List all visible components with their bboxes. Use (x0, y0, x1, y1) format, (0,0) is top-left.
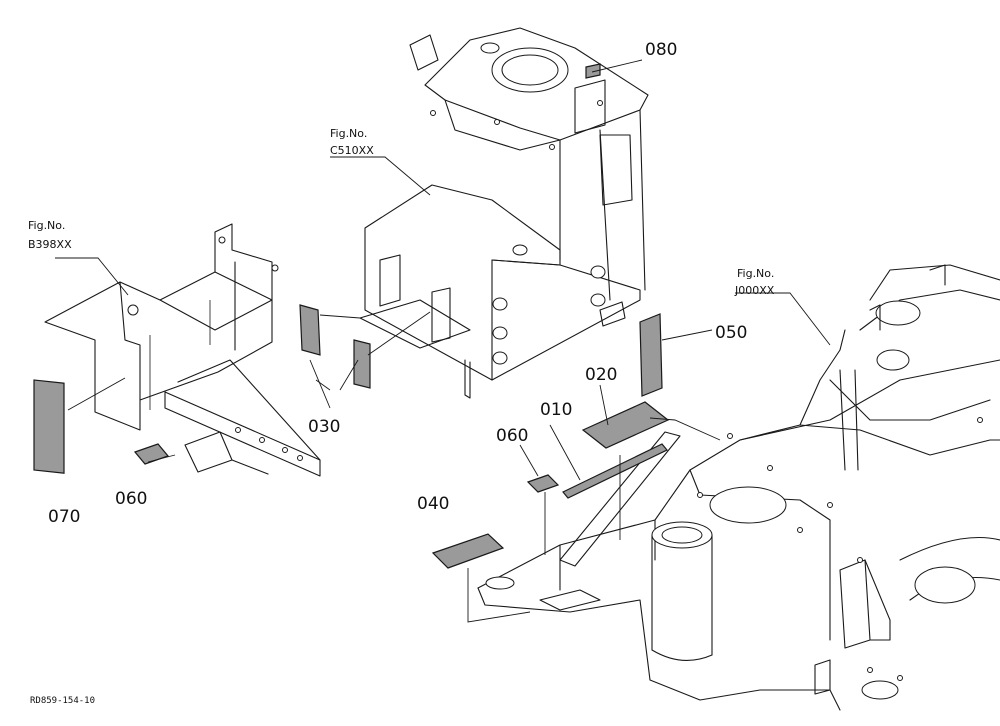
lower-frame-assembly (477, 264, 1000, 711)
part-label-080: 080 (645, 40, 677, 60)
left-bracket-assembly (44, 223, 321, 477)
center-frame-assembly (359, 27, 649, 399)
fig-label-c510: Fig.No. (330, 127, 367, 140)
leader-lines (55, 59, 831, 623)
decal-060-left (133, 443, 170, 465)
decal-050 (639, 313, 663, 397)
part-label-070: 070 (48, 507, 80, 527)
decal-parts (33, 63, 670, 569)
part-label-040: 040 (417, 494, 449, 514)
decal-030-a (299, 304, 321, 356)
fig-label-j000: Fig.No. (737, 267, 774, 280)
decal-070 (33, 379, 65, 474)
decal-080 (585, 63, 601, 79)
decal-040 (431, 533, 505, 569)
part-label-010: 010 (540, 400, 572, 420)
drawing-code: RD859-154-10 (30, 696, 95, 706)
part-label-020: 020 (585, 365, 617, 385)
decal-060-right (526, 474, 560, 493)
decal-010 (562, 443, 668, 499)
fig-label-b398: Fig.No. (28, 219, 65, 232)
part-label-060-left: 060 (115, 489, 147, 509)
decal-020 (581, 401, 670, 449)
fig-code-j000: J000XX (734, 284, 775, 297)
part-label-060-right: 060 (496, 426, 528, 446)
fig-code-c510: C510XX (330, 144, 374, 157)
part-label-050: 050 (715, 323, 747, 343)
decal-030-b (353, 339, 371, 389)
part-label-030: 030 (308, 417, 340, 437)
fig-code-b398: B398XX (28, 238, 72, 251)
